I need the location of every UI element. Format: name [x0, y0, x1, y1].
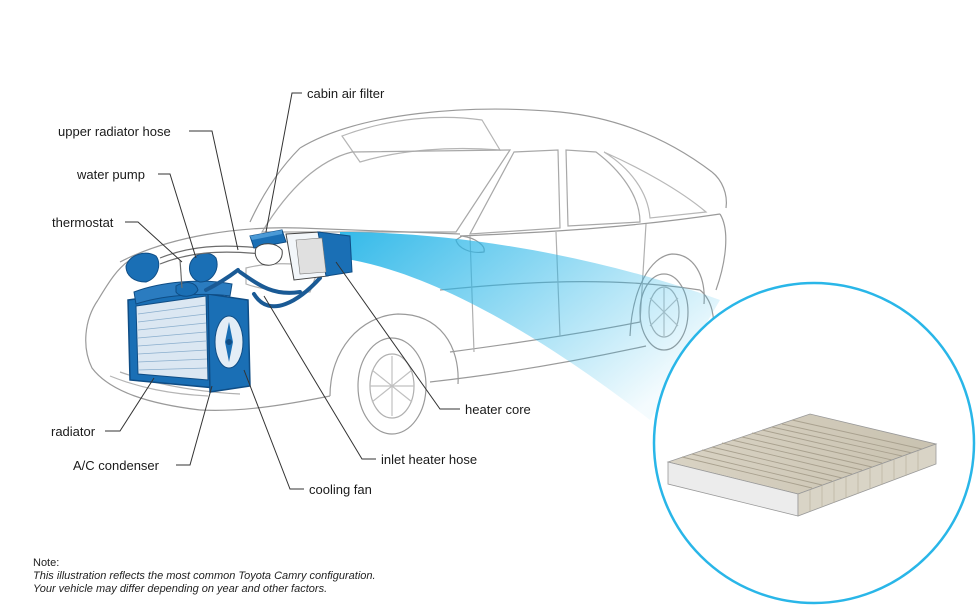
label-water-pump: water pump: [77, 167, 145, 182]
label-cooling-fan: cooling fan: [309, 482, 372, 497]
leader-lines: [105, 92, 460, 490]
label-thermostat: thermostat: [52, 215, 114, 230]
cooling-components: [125, 229, 353, 393]
label-upper-radiator-hose: upper radiator hose: [58, 124, 171, 139]
fan-shroud-shape: [207, 293, 251, 393]
zoom-callout: [652, 281, 976, 605]
filter-illustration: [666, 413, 938, 517]
radiator-shape: [127, 287, 217, 389]
label-cabin-air-filter: cabin air filter: [307, 86, 385, 101]
callout-beam: [340, 232, 720, 420]
note-block: Note: This illustration reflects the mos…: [33, 557, 376, 596]
label-inlet-heater-hose: inlet heater hose: [381, 452, 478, 467]
note-line-1: This illustration reflects the most comm…: [33, 570, 376, 582]
note-title: Note:: [33, 557, 60, 569]
label-radiator: radiator: [51, 424, 96, 439]
note-line-2: Your vehicle may differ depending on yea…: [33, 583, 328, 595]
label-heater-core: heater core: [465, 402, 531, 417]
label-ac-condenser: A/C condenser: [73, 458, 159, 473]
